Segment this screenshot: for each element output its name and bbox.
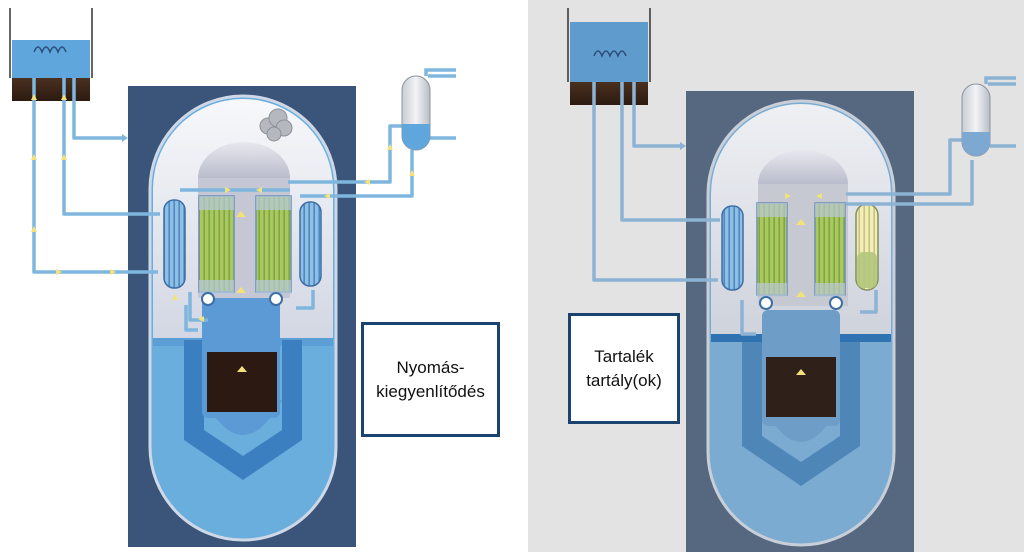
heat-exchanger-coil-icon — [593, 50, 627, 59]
left-chamber-cap — [198, 142, 290, 178]
left-pump-2 — [269, 292, 283, 306]
flow-arrow-icon — [31, 94, 415, 322]
label-pressure-equalization: Nyomás- kiegyenlítődés — [361, 322, 500, 437]
steam-cloud-icon — [259, 108, 293, 142]
right-panel — [528, 0, 1024, 552]
left-piping — [32, 74, 456, 332]
right-steam-separator — [961, 76, 1016, 157]
left-lower-vessel — [184, 340, 302, 480]
label-left-line2: kiegyenlítődés — [376, 381, 485, 401]
label-reserve-tanks: Tartalék tartály(ok) — [568, 313, 680, 424]
right-piping — [592, 82, 1016, 336]
right-core-arrow — [796, 369, 806, 375]
right-chamber-cap — [758, 150, 848, 184]
left-reactor-core — [207, 352, 277, 412]
left-condenser-left — [163, 199, 186, 289]
heat-exchanger-coil-icon — [33, 46, 67, 55]
right-condenser — [721, 205, 744, 291]
right-pump-2 — [829, 296, 843, 310]
left-cooling-pool — [9, 8, 93, 101]
label-right-line1: Tartalék — [594, 346, 654, 366]
right-lower-vessel — [742, 342, 860, 486]
left-fuel-assembly-1 — [198, 195, 235, 293]
left-condenser-right — [299, 201, 322, 287]
right-pump-1 — [759, 296, 773, 310]
right-cooling-pool — [567, 8, 651, 105]
right-reactor-core — [766, 357, 836, 417]
left-panel — [9, 8, 456, 547]
label-left-line1: Nyomás- — [396, 357, 465, 377]
left-pump-1 — [201, 292, 215, 306]
left-fuel-assembly-2 — [255, 195, 292, 293]
flow-arrow-icon — [785, 193, 822, 297]
left-core-arrow — [237, 366, 247, 372]
left-steam-separator — [401, 68, 456, 151]
label-right-line2: tartály(ok) — [586, 370, 662, 390]
